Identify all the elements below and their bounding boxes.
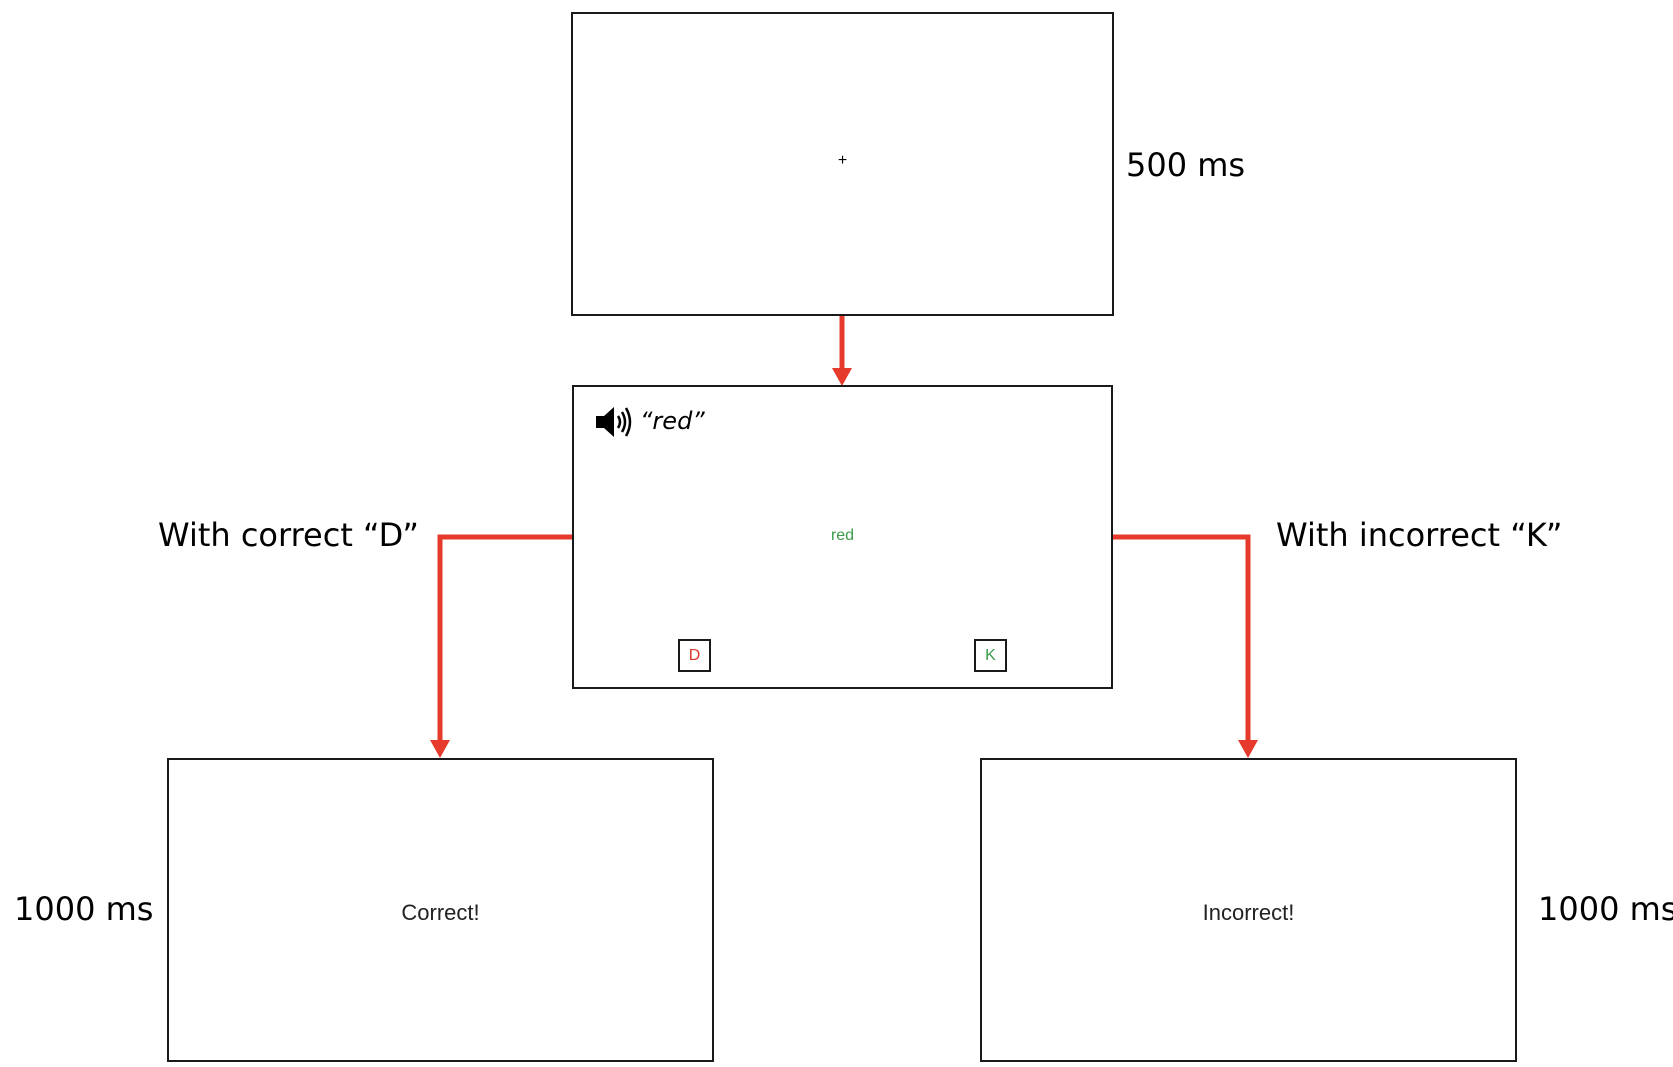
feedback-correct-screen: Correct! [167,758,714,1062]
feedback-incorrect-screen: Incorrect! [980,758,1517,1062]
feedback-correct-text: Correct! [401,900,480,925]
arrowhead-correct [430,740,450,758]
speaker-icon [594,405,634,444]
arrowhead-stimulus [832,368,852,386]
feedback-incorrect-text: Incorrect! [1202,900,1295,925]
arrowhead-incorrect [1238,740,1258,758]
stimulus-screen: “red” red D K [572,385,1113,689]
fixation-screen: + [571,12,1114,316]
branch-incorrect-label: With incorrect “K” [1276,516,1563,554]
fixation-duration: 500 ms [1126,146,1246,184]
stimulus-word: red [830,527,855,544]
arrow-stimulus-to-correct [437,534,572,740]
key-k-box: K [974,639,1007,672]
feedback-incorrect-duration: 1000 ms [1538,890,1673,928]
audio-word: “red” [640,407,705,435]
feedback-correct-duration: 1000 ms [14,890,154,928]
key-d-box: D [678,639,711,672]
branch-correct-label: With correct “D” [158,516,419,554]
fixation-cross: + [837,152,848,169]
arrow-stimulus-to-incorrect [1113,534,1251,740]
